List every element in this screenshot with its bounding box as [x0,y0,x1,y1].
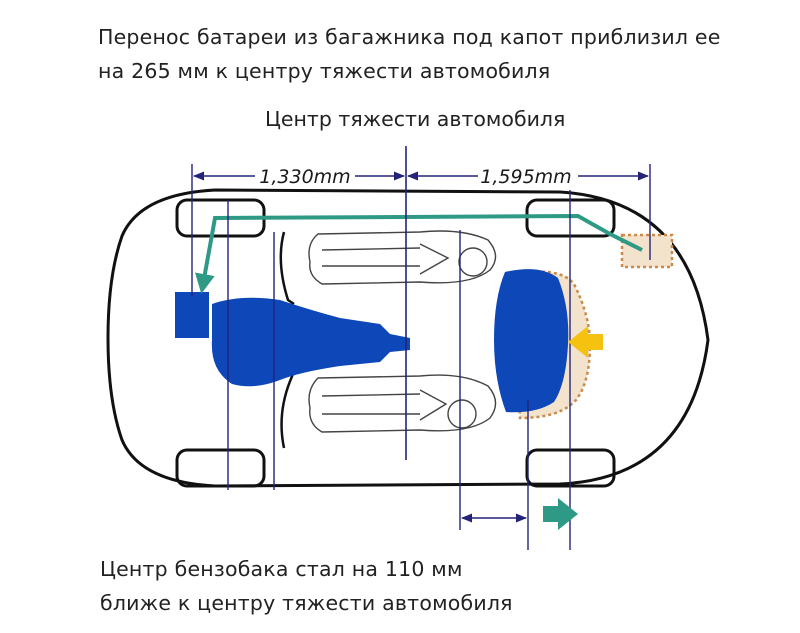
dimension-label-front: 1,595mm [480,166,571,188]
dimension-label-rear: 1,330mm [259,166,350,188]
fuel-tank [494,269,569,413]
occupant-bottom [308,374,497,433]
engine-and-transmission [211,297,410,387]
car-body-outline [106,188,710,488]
bottom-caption: Центр бензобака стал на 110 мм ближе к це… [100,552,760,620]
occupant-top [308,230,497,285]
shift-arrow-yellow-icon [568,326,603,358]
rear-seat-outline-top [279,231,295,306]
battery-relocation-path [195,213,643,294]
top-caption-line-1: Перенос батареи из багажника под капот п… [98,25,721,49]
top-caption: Перенос батареи из багажника под капот п… [98,20,758,88]
bottom-caption-line-2: ближе к центру тяжести автомобиля [100,591,513,615]
center-of-gravity-label: Центр тяжести автомобиля [265,107,566,131]
shift-arrow-green-icon [543,498,578,530]
rear-seat-outline-bottom [280,371,296,449]
top-caption-line-2: на 265 мм к центру тяжести автомобиля [98,59,551,83]
wheel-rear-right [175,448,266,488]
old-battery-position [620,233,674,269]
bottom-caption-line-1: Центр бензобака стал на 110 мм [100,557,463,581]
battery-new-position [175,292,209,338]
